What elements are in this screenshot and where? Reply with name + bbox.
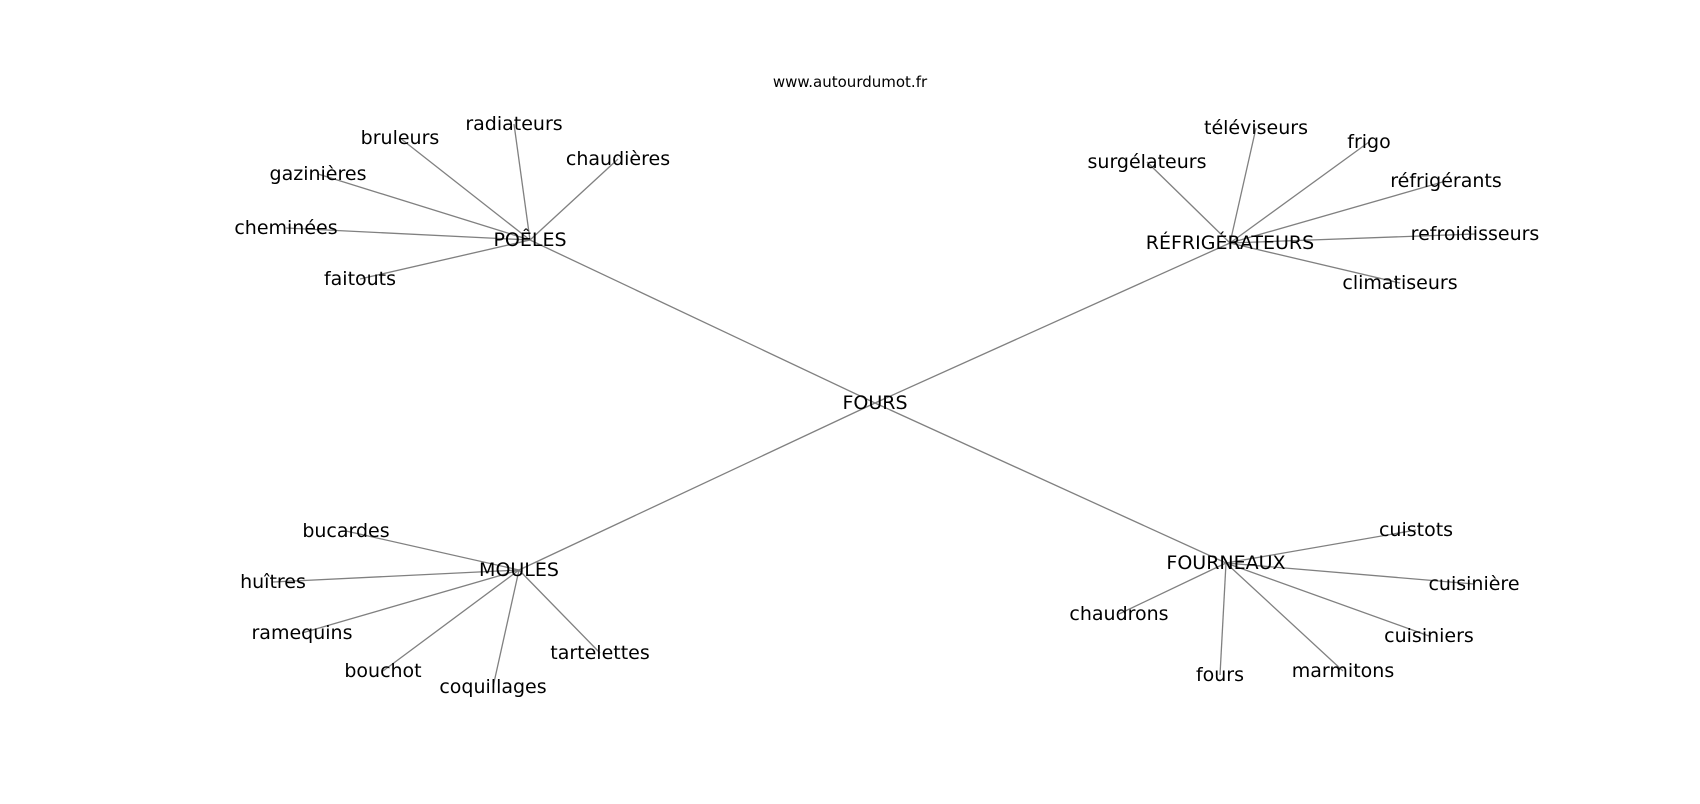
edge-cluster-to-leaf xyxy=(399,137,531,241)
leaf-word-label[interactable]: réfrigérants xyxy=(1390,170,1501,192)
edge-cluster-to-leaf xyxy=(1146,161,1231,244)
leaf-word-label[interactable]: téléviseurs xyxy=(1204,117,1308,139)
cluster-word-label[interactable]: MOULES xyxy=(479,559,559,581)
leaf-word-label[interactable]: bruleurs xyxy=(361,127,440,149)
site-url: www.autourdumot.fr xyxy=(772,73,928,91)
leaf-word-label[interactable]: faitouts xyxy=(324,268,396,290)
edge-cluster-to-leaf xyxy=(1229,141,1370,244)
leaf-word-label[interactable]: ramequins xyxy=(252,622,353,644)
graph-edges xyxy=(272,123,1476,688)
edge-cluster-to-leaf xyxy=(1225,562,1344,672)
leaf-word-label[interactable]: huîtres xyxy=(240,571,306,593)
edge-center-to-cluster xyxy=(874,242,1231,404)
leaf-word-label[interactable]: climatiseurs xyxy=(1342,272,1457,294)
edge-cluster-to-leaf xyxy=(492,569,520,688)
edge-cluster-to-leaf xyxy=(1229,127,1257,244)
leaf-word-label[interactable]: cuisinière xyxy=(1428,573,1519,595)
leaf-word-label[interactable]: refroidisseurs xyxy=(1411,223,1540,245)
edge-cluster-to-leaf xyxy=(1225,562,1475,585)
leaf-word-label[interactable]: marmitons xyxy=(1292,660,1394,682)
leaf-word-label[interactable]: chaudières xyxy=(566,148,670,170)
leaf-word-label[interactable]: gazinières xyxy=(270,163,367,185)
cluster-word-label[interactable]: POÊLES xyxy=(493,228,566,251)
edge-center-to-cluster xyxy=(518,402,876,571)
leaf-word-label[interactable]: chaudrons xyxy=(1069,603,1168,625)
center-word-label[interactable]: FOURS xyxy=(842,392,907,414)
leaf-word-label[interactable]: bucardes xyxy=(302,520,389,542)
edge-cluster-to-leaf xyxy=(513,123,531,241)
edge-cluster-to-leaf xyxy=(1219,562,1227,676)
leaf-word-label[interactable]: cuistots xyxy=(1379,519,1453,541)
edge-cluster-to-leaf xyxy=(1229,233,1476,244)
edge-cluster-to-leaf xyxy=(1225,529,1417,564)
leaf-word-label[interactable]: radiateurs xyxy=(465,113,562,135)
leaf-word-label[interactable]: frigo xyxy=(1347,131,1390,153)
edge-center-to-cluster xyxy=(874,402,1227,564)
leaf-word-label[interactable]: coquillages xyxy=(439,676,546,698)
leaf-word-label[interactable]: cheminées xyxy=(234,217,337,239)
leaf-word-label[interactable]: cuisiniers xyxy=(1384,625,1474,647)
leaf-word-label[interactable]: bouchot xyxy=(344,660,421,682)
edge-cluster-to-leaf xyxy=(285,227,531,241)
cluster-word-label[interactable]: RÉFRIGÉRATEURS xyxy=(1146,231,1314,254)
leaf-word-label[interactable]: tartelettes xyxy=(550,642,650,664)
edge-cluster-to-leaf xyxy=(301,569,520,634)
edge-cluster-to-leaf xyxy=(1229,180,1447,244)
edge-cluster-to-leaf xyxy=(272,569,520,583)
cluster-word-label[interactable]: FOURNEAUX xyxy=(1166,552,1285,574)
edge-cluster-to-leaf xyxy=(359,239,531,280)
edge-center-to-cluster xyxy=(529,239,876,404)
edge-cluster-to-leaf xyxy=(518,569,601,654)
edge-cluster-to-leaf xyxy=(345,530,520,571)
edge-cluster-to-leaf xyxy=(1229,242,1401,284)
leaf-word-label[interactable]: surgélateurs xyxy=(1088,151,1207,173)
edge-cluster-to-leaf xyxy=(1118,562,1227,615)
edge-cluster-to-leaf xyxy=(382,569,520,672)
edge-cluster-to-leaf xyxy=(1225,562,1430,637)
leaf-word-label[interactable]: fours xyxy=(1196,664,1244,686)
edge-cluster-to-leaf xyxy=(317,173,531,241)
edge-cluster-to-leaf xyxy=(529,158,619,241)
